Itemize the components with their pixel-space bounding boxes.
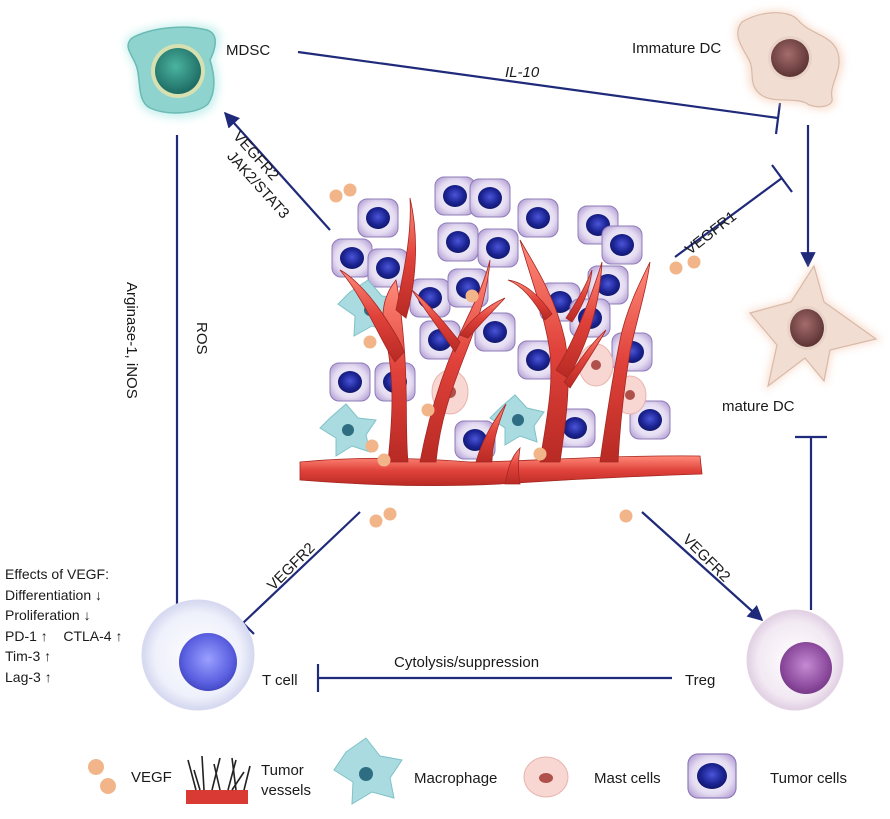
mdsc-cell (124, 23, 221, 119)
tumor-cell-nucleus (366, 207, 390, 229)
tumor-cell-nucleus (486, 237, 510, 259)
legend-mast-label: Mast cells (594, 770, 661, 787)
effects-title: Effects of VEGF: (5, 566, 110, 582)
tumor-cell-nucleus (596, 274, 620, 296)
effect-item: Tim-3 ↑ (5, 648, 52, 664)
immature-dc-cell (734, 9, 844, 110)
tumor-cell-nucleus (340, 247, 364, 269)
tumor-cell-nucleus (463, 429, 487, 451)
arginase-label: Arginase-1, iNOS (123, 282, 140, 399)
legend-tumor-label: Tumor cells (770, 770, 847, 787)
legend-vessels-label-1: Tumor (261, 762, 304, 779)
legend-tumor-cell-icon (687, 753, 737, 799)
vegf-effects-list: Effects of VEGF: Differentiation ↓ Proli… (5, 564, 122, 687)
tumor-cell-nucleus (338, 371, 362, 393)
vegf-dot (369, 514, 383, 528)
tumor-cell-nucleus (446, 231, 470, 253)
vegf-dot (619, 509, 633, 523)
tumor-cell-nucleus (443, 185, 467, 207)
legend-macrophage-icon (333, 737, 403, 805)
legend-vegf-icon (88, 759, 116, 794)
vegf-dot (421, 403, 435, 417)
treg-cell (746, 609, 844, 711)
vegf-dot (465, 289, 479, 303)
vegf-dot (533, 447, 547, 461)
vegfr2-treg-arrow (641, 511, 764, 622)
effect-item: Lag-3 ↑ (5, 668, 52, 685)
tumor-cell-nucleus (526, 349, 550, 371)
legend-vegf-label: VEGF (131, 769, 172, 786)
cytolysis-label: Cytolysis/suppression (394, 654, 540, 671)
tumor-cell-nucleus (478, 187, 502, 209)
t-cell-label: T cell (262, 672, 298, 689)
ros-label: ROS (193, 322, 210, 355)
vegfr2-tcell-line (242, 511, 361, 624)
tumor-cell-nucleus (563, 417, 587, 439)
legend-mast-cell-icon (523, 756, 569, 798)
vegfr2-mdsc-arrow (223, 111, 331, 231)
tumor-cell-nucleus (526, 207, 550, 229)
mdsc-label: MDSC (226, 42, 271, 59)
treg-label: Treg (685, 672, 716, 689)
immature-dc-label: Immature DC (632, 40, 722, 57)
effect-item: PD-1 ↑ CTLA-4 ↑ (5, 627, 123, 644)
t-cell (141, 599, 255, 711)
vegf-dots (329, 183, 701, 528)
legend-macrophage-label: Macrophage (414, 770, 498, 787)
il10-label: IL-10 (505, 64, 540, 81)
tumor-cell-nucleus (610, 234, 634, 256)
vegf-dot (669, 261, 683, 275)
vegf-dot (687, 255, 701, 269)
vegf-dot (363, 335, 377, 349)
vegf-dot (365, 439, 379, 453)
il10-inhibit-bar (774, 102, 782, 135)
legend-vessels-icon (186, 755, 251, 804)
vegf-dot (329, 189, 343, 203)
mature-dc-label: mature DC (722, 398, 795, 415)
connectors (161, 50, 827, 692)
effect-item: Proliferation ↓ (5, 607, 91, 623)
vegfr1-inhibit-line (674, 177, 783, 258)
legend-vessels-label-2: vessels (261, 782, 312, 799)
vegf-dot (377, 453, 391, 467)
tumor-cell-nucleus (483, 321, 507, 343)
tumor-vessels (299, 197, 703, 487)
legend (88, 737, 737, 805)
vegf-dot (343, 183, 357, 197)
effect-item: Differentiation ↓ (5, 586, 103, 603)
vegf-dot (383, 507, 397, 521)
vegfr1-inhibit-bar (771, 164, 793, 193)
il10-inhibit-line (297, 50, 779, 120)
tumor-microenvironment (299, 176, 703, 487)
tumor-cell-nucleus (638, 409, 662, 431)
tumor-cell-nucleus (376, 257, 400, 279)
mature-dc-cell (745, 262, 883, 392)
